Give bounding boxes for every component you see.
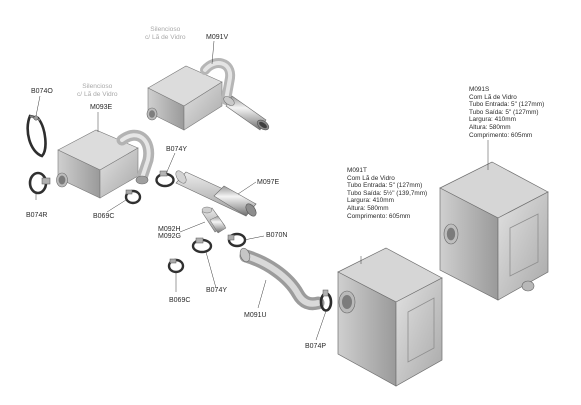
- spec-m091t-line: Tubo Saída: 5½" (139,7mm): [347, 189, 428, 197]
- spec-m091t-line: Comprimento: 605mm: [347, 212, 411, 220]
- spec-m091t-code: M091T: [347, 167, 367, 174]
- label-m091u: M091U: [244, 312, 267, 319]
- spec-m091s-line: Tubo Entrada: 5" (127mm): [469, 101, 545, 109]
- band-clamp-b074r: [28, 171, 51, 195]
- spec-m091s-line: Comprimento: 605mm: [469, 131, 533, 139]
- label-m092g: M092G: [158, 233, 181, 240]
- clamp-b074p: [319, 289, 333, 312]
- upper-caption-line-1: Silencioso: [150, 26, 181, 33]
- spec-m091t-line: Tubo Entrada: 5" (127mm): [347, 182, 423, 190]
- label-b074o: B074O: [31, 88, 53, 95]
- spec-m091s-line: Largura: 410mm: [469, 116, 516, 124]
- left-caption-line-1: Silencioso: [82, 83, 113, 90]
- label-b074y-bottom: B074Y: [206, 287, 228, 294]
- pipe-m097e: [175, 170, 257, 217]
- upper-muffler-caption: Silencioso c/ Lã de Vidro: [145, 26, 186, 41]
- upper-muffler-m091v: [146, 58, 270, 131]
- label-b074r: B074R: [26, 212, 48, 219]
- clamp-b070n: [227, 232, 247, 248]
- label-b069c-bottom: B069C: [169, 297, 191, 304]
- upper-chrome-tip: [223, 95, 270, 131]
- upper-caption-line-2: c/ Lã de Vidro: [145, 33, 186, 41]
- left-caption-line-2: c/ Lã de Vidro: [77, 90, 118, 98]
- spec-m091s-line: Tubo Saída: 5" (127mm): [469, 108, 539, 116]
- spec-m091t: M091T Com Lã de Vidro Tubo Entrada: 5" (…: [347, 167, 427, 220]
- label-b069c-top: B069C: [93, 213, 115, 220]
- bent-pipe-m091u: [239, 247, 325, 311]
- spec-m091s-line: Com Lã de Vidro: [469, 93, 517, 101]
- left-muffler-m093e: [56, 129, 155, 199]
- label-m093e: M093E: [90, 104, 113, 111]
- strap-clamp-b074o: [26, 114, 47, 158]
- clamp-b069c-top: [124, 189, 142, 205]
- spec-m091s-line: Altura: 580mm: [469, 123, 511, 131]
- label-b074y-top: B074Y: [166, 146, 188, 153]
- large-muffler-m091s: [439, 161, 549, 301]
- spec-m091s-code: M091S: [469, 86, 490, 93]
- clamp-b074y-bottom: [191, 237, 213, 254]
- tube-m092h-m092g: [201, 206, 227, 234]
- large-muffler-m091t: [337, 247, 443, 387]
- spec-m091t-line: Altura: 580mm: [347, 204, 389, 212]
- label-b074p: B074P: [305, 343, 327, 350]
- spec-m091s: M091S Com Lã de Vidro Tubo Entrada: 5" (…: [469, 86, 544, 139]
- left-muffler-caption: Silencioso c/ Lã de Vidro: [77, 83, 118, 98]
- clamp-b074y-top: [155, 170, 175, 188]
- leader-lines: [35, 40, 489, 341]
- label-b070n: B070N: [266, 232, 288, 239]
- label-m097e: M097E: [257, 179, 280, 186]
- spec-m091t-line: Com Lã de Vidro: [347, 174, 395, 182]
- label-m091v: M091V: [206, 34, 229, 41]
- spec-m091t-line: Largura: 410mm: [347, 197, 394, 205]
- clamp-b069c-bottom: [167, 258, 185, 274]
- label-m092h: M092H: [158, 226, 181, 233]
